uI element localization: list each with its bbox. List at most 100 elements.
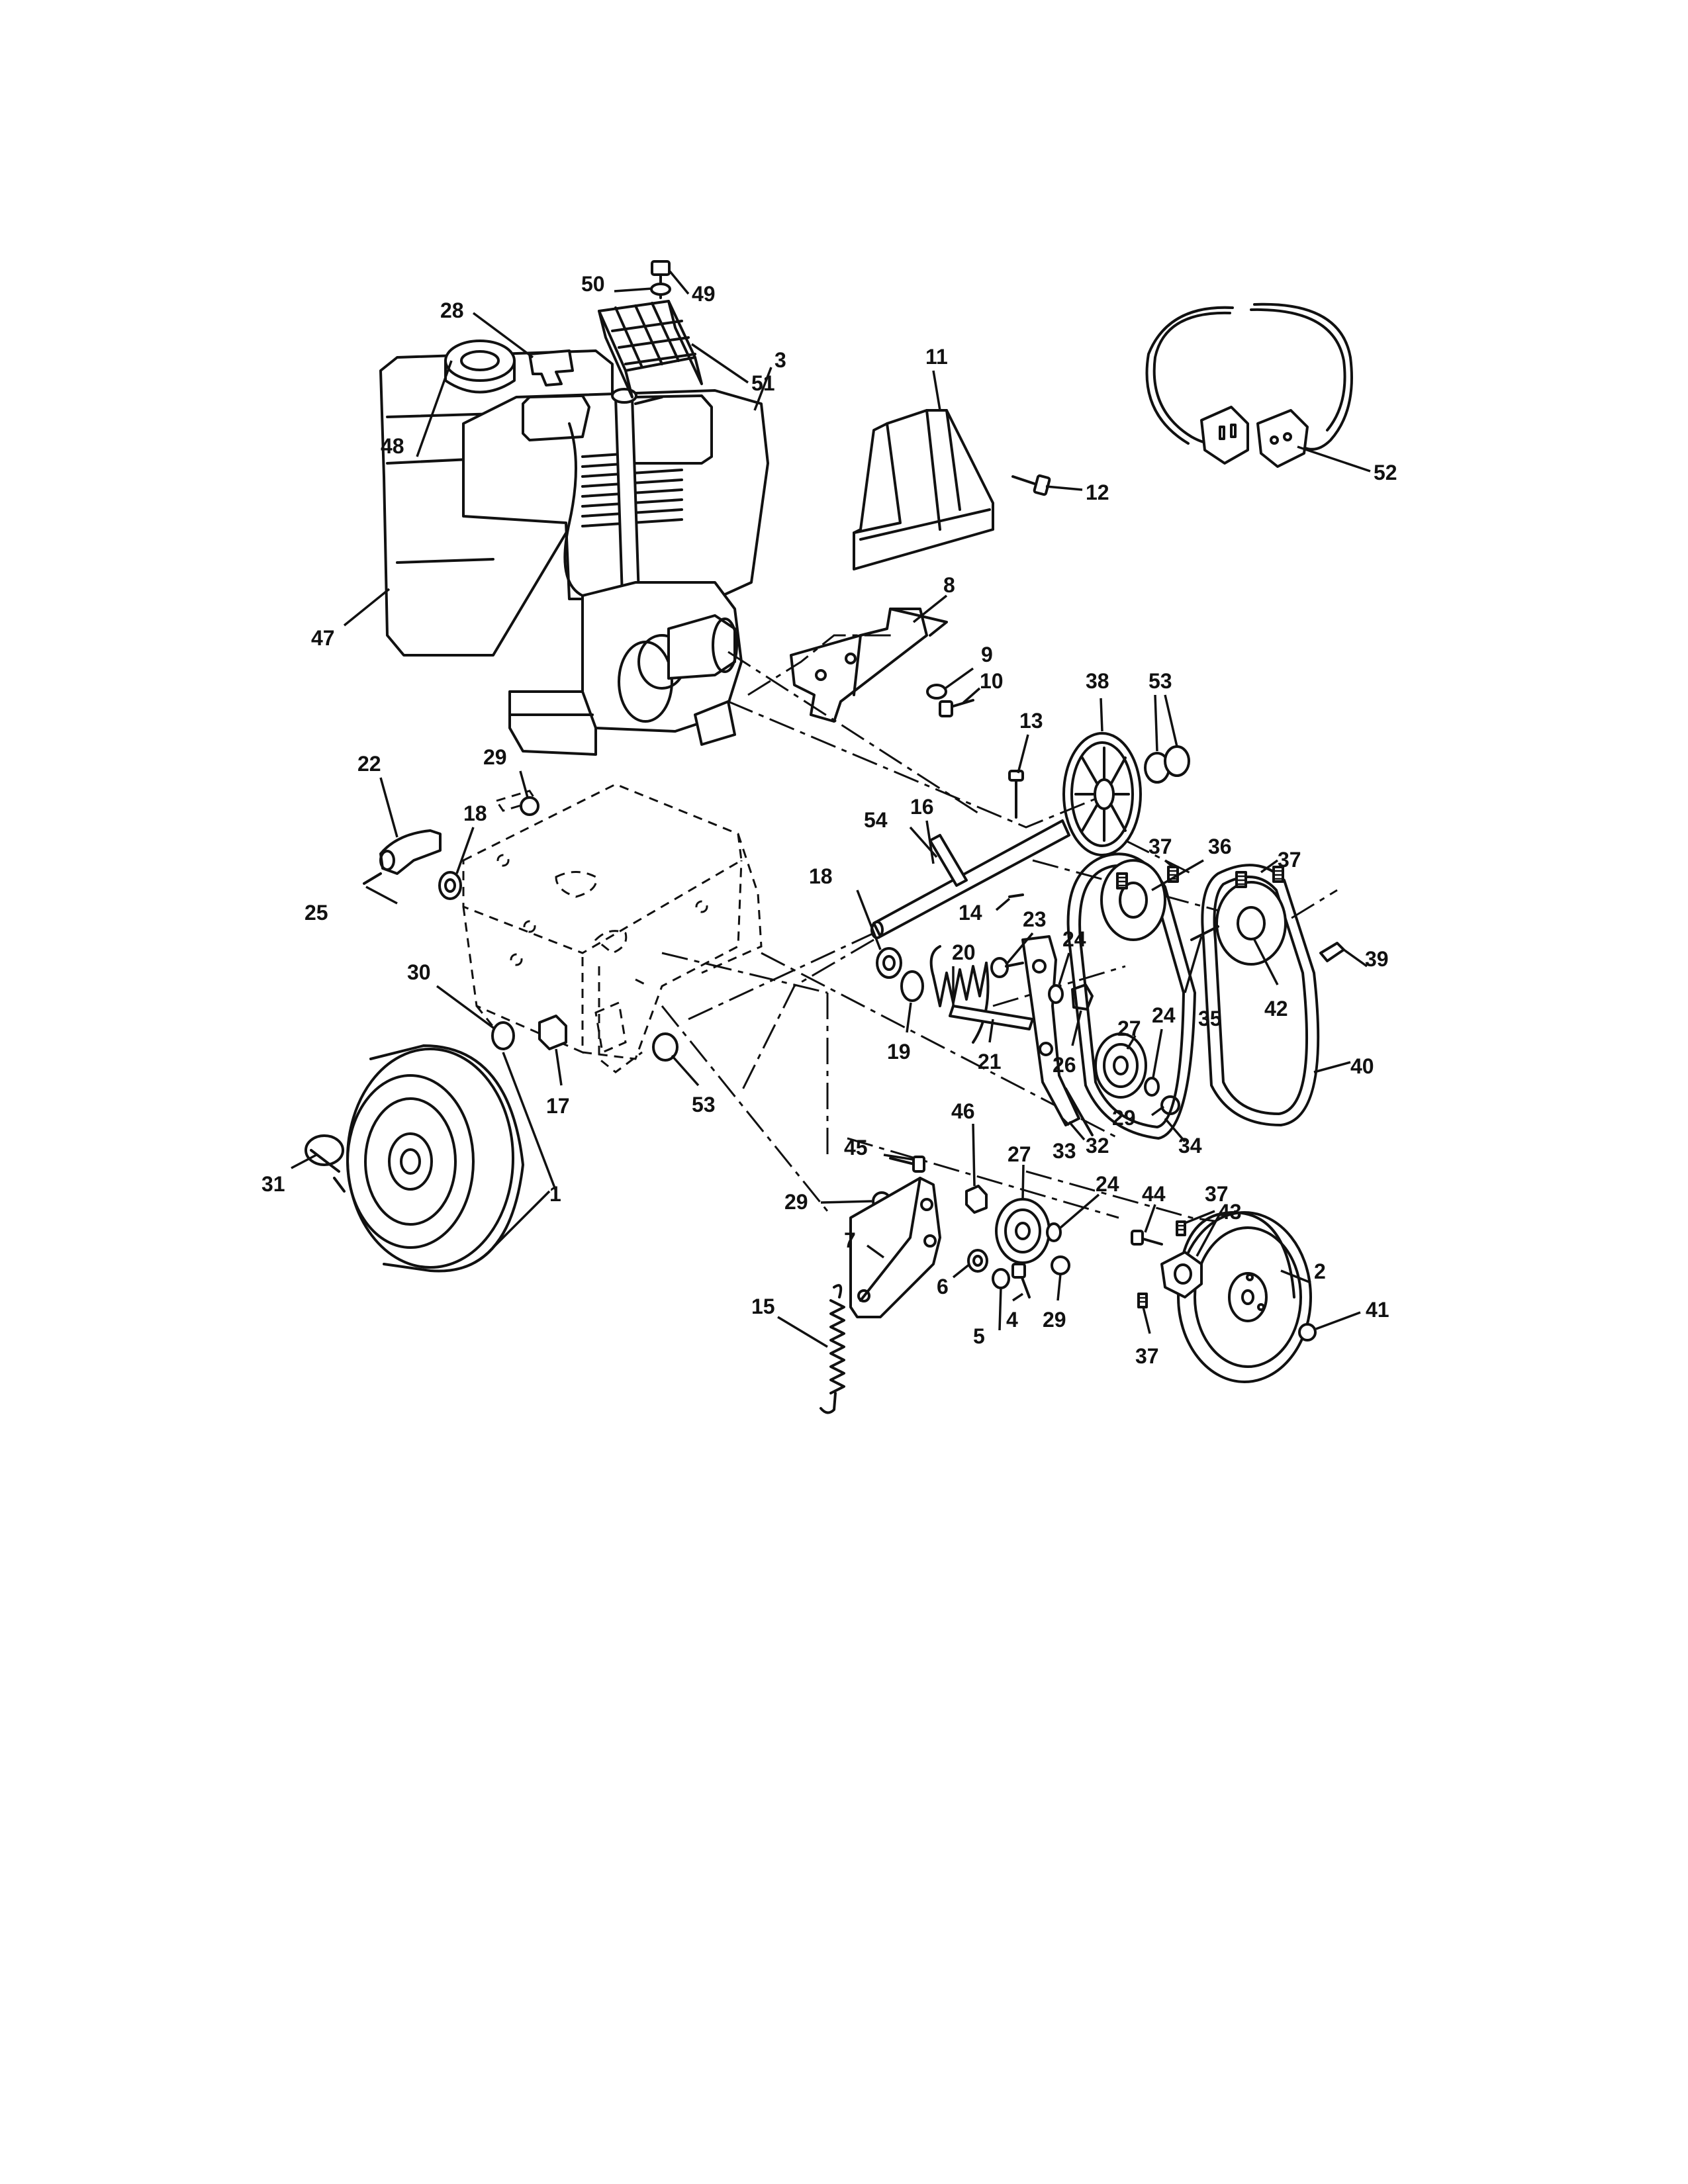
- spring-15: [820, 1284, 845, 1414]
- callout-48: 48: [381, 434, 404, 458]
- idler-pulley-27a: [1094, 1032, 1147, 1099]
- callout-13: 13: [1019, 709, 1043, 733]
- spring-20: [929, 945, 990, 1044]
- key-39: [1319, 942, 1345, 962]
- callout-50: 50: [581, 272, 605, 296]
- callout-27b: 27: [1008, 1142, 1031, 1166]
- callout-25: 25: [305, 901, 328, 925]
- callout-24c: 24: [1096, 1172, 1119, 1196]
- air-filter-guard: [598, 300, 703, 398]
- washer-53c: [652, 1032, 679, 1062]
- handle-22: [379, 829, 442, 875]
- washer-9: [926, 684, 947, 700]
- callout-52: 52: [1374, 461, 1397, 484]
- washer-30: [491, 1021, 515, 1050]
- callout-18a: 18: [463, 801, 487, 825]
- callout-15: 15: [751, 1295, 775, 1318]
- callout-9: 9: [981, 643, 993, 666]
- nut-17: [538, 1015, 567, 1050]
- bolt-45: [889, 1156, 925, 1173]
- callout-1: 1: [549, 1182, 561, 1206]
- callout-5: 5: [973, 1324, 985, 1348]
- engine: [379, 340, 769, 756]
- callout-18b: 18: [809, 864, 833, 888]
- callout-32: 32: [1086, 1134, 1109, 1158]
- idler-pulley-27b: [995, 1198, 1051, 1264]
- callout-51: 51: [751, 371, 775, 395]
- callout-42: 42: [1264, 997, 1288, 1021]
- callout-7: 7: [844, 1228, 856, 1252]
- callout-29c: 29: [784, 1190, 808, 1214]
- callout-29d: 29: [1043, 1308, 1066, 1332]
- callout-33: 33: [1053, 1139, 1076, 1163]
- callout-47: 47: [311, 626, 335, 650]
- callout-41: 41: [1366, 1298, 1389, 1322]
- fuel-cap: [444, 340, 516, 382]
- set-screw-37c: [1176, 1220, 1186, 1236]
- washer-53b: [1164, 745, 1190, 777]
- engine-output-shaft: [667, 614, 736, 680]
- hub-43: [1160, 1251, 1203, 1298]
- leader-lines: [291, 270, 1371, 1348]
- callout-21: 21: [978, 1050, 1002, 1073]
- washer-5: [992, 1268, 1010, 1289]
- callout-40: 40: [1350, 1054, 1374, 1078]
- callout-37b: 37: [1278, 848, 1301, 872]
- screw-12: [1011, 474, 1051, 496]
- callout-20: 20: [952, 940, 976, 964]
- nut-29a: [520, 796, 539, 816]
- drive-gear: [1062, 732, 1142, 856]
- bushing-18b: [876, 947, 902, 979]
- washer-24b: [1144, 1077, 1160, 1097]
- callout-37a: 37: [1149, 835, 1172, 858]
- callout-34: 34: [1178, 1134, 1202, 1158]
- callout-44: 44: [1142, 1182, 1166, 1206]
- bolt-44: [1131, 1230, 1163, 1246]
- callout-46: 46: [951, 1099, 975, 1123]
- bolt-23: [990, 957, 1024, 978]
- hub-cap-31: [305, 1134, 346, 1193]
- callout-23: 23: [1023, 907, 1047, 931]
- washer-50: [650, 283, 671, 296]
- callout-8: 8: [943, 573, 955, 597]
- callout-37c: 37: [1205, 1182, 1229, 1206]
- callout-3: 3: [774, 348, 786, 372]
- shaft-21: [949, 1005, 1034, 1030]
- bushing-18a: [438, 871, 462, 900]
- callout-38: 38: [1086, 669, 1109, 693]
- callout-53a: 53: [1149, 669, 1172, 693]
- callout-49: 49: [692, 282, 716, 306]
- bushing-6: [967, 1249, 988, 1273]
- wiring-harness: [1145, 302, 1353, 468]
- washer-24c: [1046, 1222, 1062, 1242]
- callout-29b: 29: [1112, 1106, 1136, 1130]
- callout-26: 26: [1053, 1053, 1076, 1077]
- drive-pulley-2: [1177, 1210, 1312, 1383]
- callout-2: 2: [1314, 1259, 1326, 1283]
- belt-cover: [853, 409, 994, 570]
- callout-17: 17: [546, 1094, 570, 1118]
- bracket-28: [528, 349, 574, 387]
- callout-6: 6: [937, 1275, 949, 1298]
- callout-37d: 37: [1135, 1344, 1159, 1368]
- callout-19: 19: [887, 1040, 911, 1064]
- callout-53b: 53: [692, 1093, 716, 1116]
- callout-24a: 24: [1062, 927, 1086, 951]
- callout-29a: 29: [483, 745, 507, 769]
- callout-31: 31: [261, 1172, 285, 1196]
- callout-numbers: 1 2 3 4 5 6 7 8 9 10 11 12 13 14 15 16 1…: [261, 272, 1397, 1368]
- mounting-bracket: [790, 608, 948, 723]
- callout-24b: 24: [1152, 1003, 1176, 1027]
- pin-32: [1064, 1087, 1094, 1136]
- pin-35: [1190, 925, 1219, 941]
- callout-10: 10: [980, 669, 1004, 693]
- frame-housing: [462, 783, 763, 1073]
- wheel: [346, 1044, 524, 1273]
- callout-43: 43: [1218, 1200, 1242, 1224]
- screw-25: [363, 872, 382, 885]
- assembly-lines: [661, 634, 1338, 1226]
- bracket-7: [849, 1177, 941, 1318]
- callout-30: 30: [407, 960, 431, 984]
- callout-36: 36: [1208, 835, 1232, 858]
